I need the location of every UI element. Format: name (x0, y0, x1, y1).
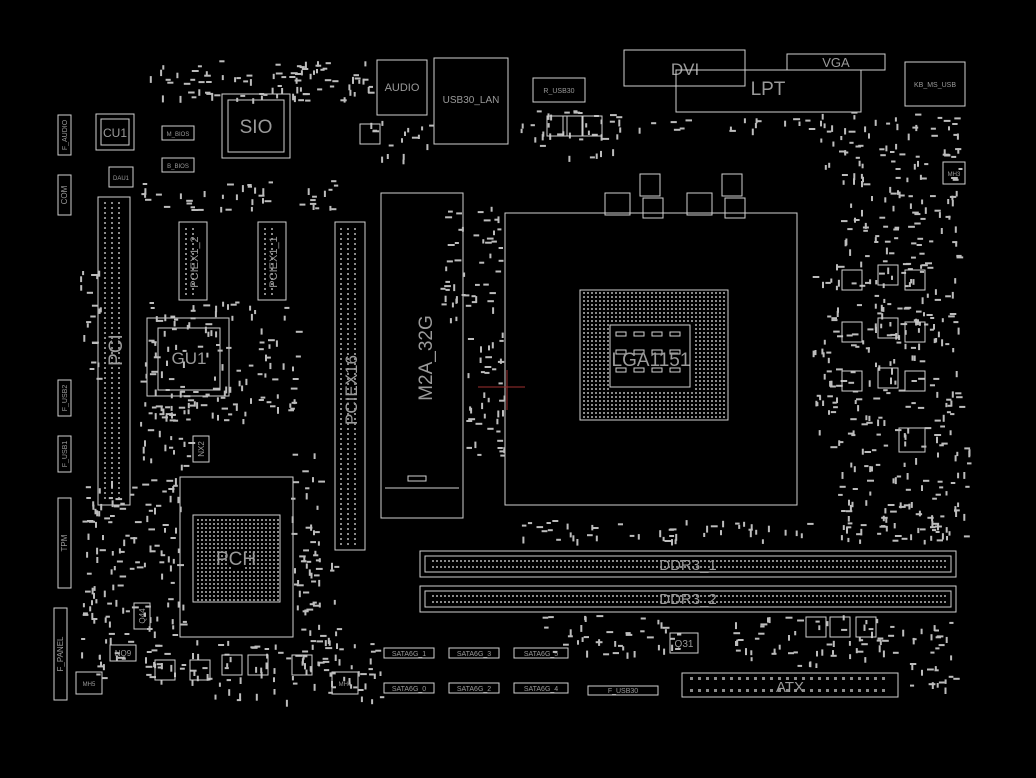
tpm-label: TPM (60, 534, 69, 551)
sata6g-2-label: SATA6G_2 (457, 686, 491, 693)
f-audio-label: F_AUDIO (62, 119, 69, 150)
misc-parts: Q31 Q44 NQ9 NX2 DAU1 M_BIOS B_BIOS MH3 M… (75, 125, 966, 695)
m-bios-label: M_BIOS (167, 132, 190, 138)
com-label: COM (60, 185, 69, 204)
f-usb1-label: F_USB1 (62, 441, 69, 468)
vga-port: VGA (786, 53, 886, 71)
sata6g-1-label: SATA6G_1 (392, 651, 426, 658)
ddr3-slot-1: DDR3_1 (419, 550, 957, 578)
pciex1-1-label: PCIEX1_1 (268, 236, 280, 287)
q44-label: Q44 (138, 608, 147, 624)
lpt-label: LPT (751, 79, 786, 100)
pciex1-2-slot: PCIEX1_2 (178, 221, 208, 301)
cpu-socket-pin-grid (583, 292, 725, 418)
pciex16-label: PCIEX16 (342, 355, 361, 425)
b-bios-label: B_BIOS (167, 164, 189, 170)
lpt-port: LPT (675, 69, 862, 113)
sio-label: SIO (240, 117, 273, 138)
sata6g-4-label: SATA6G_4 (524, 686, 558, 693)
kb-ms-usb-port: KB_MS_USB (904, 61, 966, 107)
passive-components (80, 60, 972, 707)
audio-label: AUDIO (385, 82, 420, 94)
mh6-label: MH6 (339, 682, 352, 688)
nx2-label: NX2 (197, 441, 206, 457)
mh3-label: MH3 (948, 172, 961, 178)
sio-chip: SIO (221, 93, 291, 159)
f-usb2-label: F_USB2 (62, 385, 69, 412)
pci-slot: PCI (97, 196, 131, 506)
r-usb30-header: R_USB30 (532, 77, 586, 103)
cu1-chip: CU1 (95, 113, 135, 151)
sata6g-3-label: SATA6G_3 (457, 651, 491, 658)
f-panel-label: F_PANEL (56, 636, 65, 672)
m2-slot: M2A_32G (380, 192, 464, 519)
pciex16-slot: PCIEX16 (334, 221, 366, 551)
atx-power-connector: ATX (681, 672, 899, 698)
usb30-lan-label: USB30_LAN (443, 95, 500, 106)
cu1-label: CU1 (103, 126, 127, 140)
nq9-label: NQ9 (115, 649, 132, 658)
kb-ms-usb-label: KB_MS_USB (914, 82, 956, 89)
r-usb30-label: R_USB30 (543, 88, 574, 95)
cpu-socket-label: LGA1151 (612, 350, 691, 371)
ddr3-slot-2: DDR3_2 (419, 585, 957, 613)
sata6g-0-label: SATA6G_0 (392, 686, 426, 693)
mh5-label: MH5 (83, 682, 96, 688)
pci-label: PCI (106, 334, 127, 366)
pciex1-1-slot: PCIEX1_1 (257, 221, 287, 301)
q31-label: Q31 (675, 639, 694, 650)
dvi-port: DVI (623, 49, 746, 87)
gu1-label: GU1 (172, 349, 207, 368)
pciex1-2-label: PCIEX1_2 (189, 236, 201, 287)
cpu-socket: LGA1151 (478, 173, 798, 506)
ddr3-slot-2-label: DDR3_2 (659, 591, 717, 608)
sata-ports: SATA6G_1 SATA6G_3 SATA6G_5 SATA6G_0 SATA… (383, 647, 659, 696)
dau1-label: DAU1 (113, 176, 130, 182)
f-usb30-label: F_USB30 (608, 688, 638, 695)
atx-label: ATX (776, 679, 804, 696)
audio-jack: AUDIO (376, 59, 428, 116)
vga-label: VGA (822, 55, 850, 70)
left-headers: F_AUDIO COM F_USB2 F_USB1 TPM F_PANEL (53, 114, 72, 701)
ddr3-slot-1-label: DDR3_1 (659, 557, 717, 574)
m2-label: M2A_32G (416, 315, 437, 401)
pch-chip: PCH (179, 476, 294, 638)
usb30-lan-port: USB30_LAN (433, 57, 509, 145)
pch-label: PCH (216, 549, 256, 570)
sata6g-5-label: SATA6G_5 (524, 651, 558, 658)
